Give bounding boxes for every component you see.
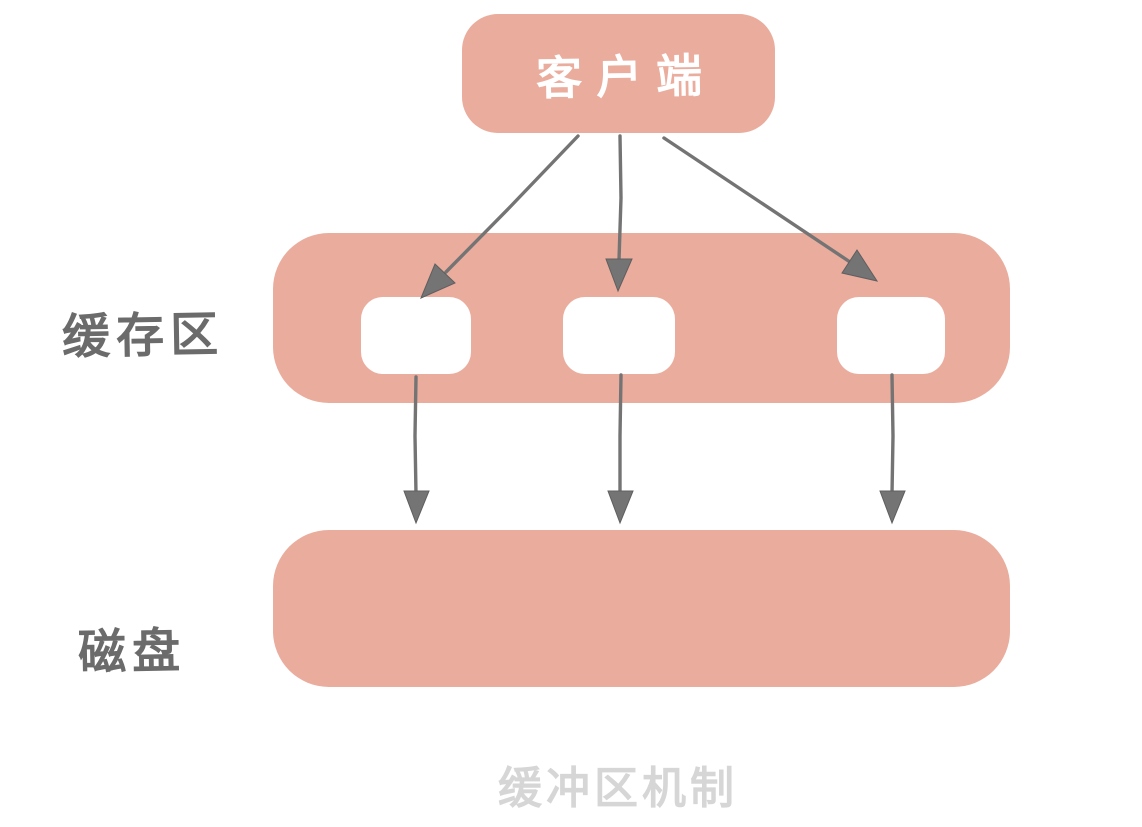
- buffer-slot-3: [837, 297, 945, 374]
- cache-label: 缓存区: [61, 306, 225, 366]
- buffer-slot-1: [361, 297, 471, 374]
- buffer-slot-2: [563, 297, 675, 374]
- client-label: 客户端: [535, 47, 717, 105]
- disk-label: 磁盘: [77, 623, 187, 681]
- client-box: 客户端: [462, 14, 775, 133]
- disk-band: [273, 530, 1010, 687]
- diagram-caption: 缓冲区机制: [498, 763, 738, 814]
